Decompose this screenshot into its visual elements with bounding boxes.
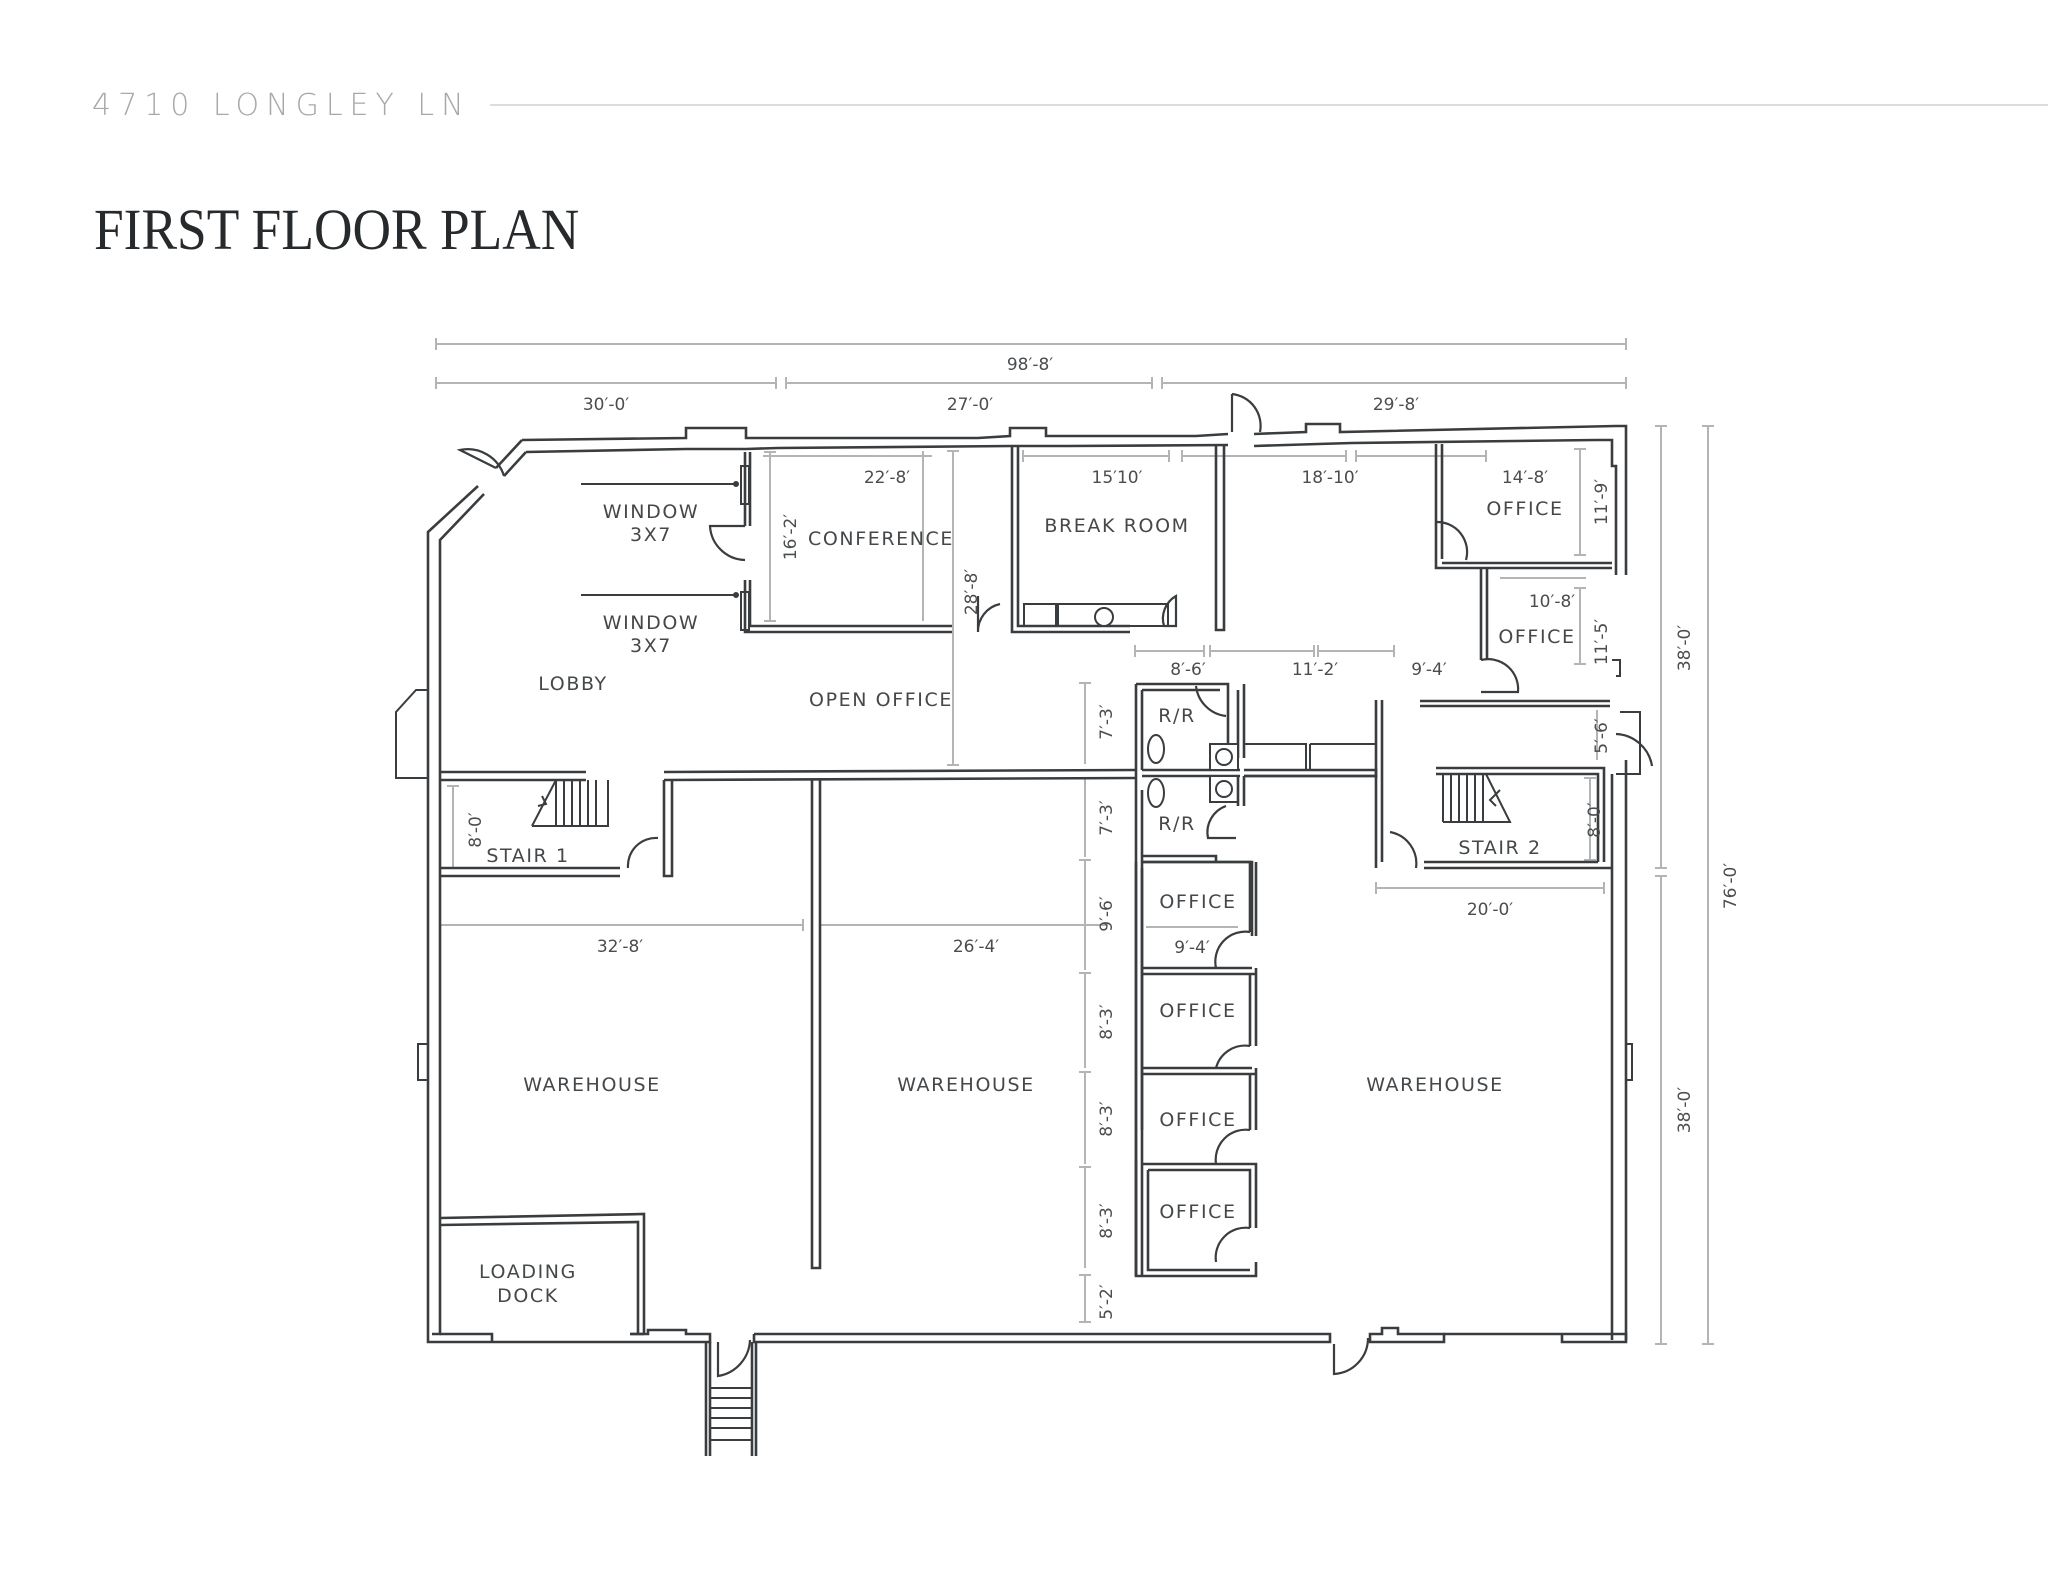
dim-office-4-height: 8′-3′ — [1097, 1203, 1117, 1239]
dim-stair-2-width: 20′-0′ — [1467, 900, 1513, 920]
room-label-warehouse-center: WAREHOUSE — [897, 1074, 1035, 1096]
room-label-break-room: BREAK ROOM — [1044, 515, 1189, 537]
room-label-window-2: WINDOW — [603, 612, 700, 634]
dim-top-segment-2: 27′-0′ — [947, 395, 993, 415]
dim-office-3-height: 8′-3′ — [1097, 1101, 1117, 1137]
dim-stair-2-height: 8′-0′ — [1585, 802, 1605, 838]
room-label-open-office: OPEN OFFICE — [809, 689, 953, 711]
property-address: 4710 LONGLEY LN — [92, 88, 471, 123]
room-label-office-1: OFFICE — [1159, 891, 1236, 913]
dim-right-lower: 38′-0′ — [1675, 1087, 1695, 1133]
dim-north-mid-width: 18′-10′ — [1301, 468, 1358, 488]
dim-rr-upper-height: 7′-3′ — [1097, 704, 1117, 740]
room-label-warehouse-west: WAREHOUSE — [523, 1074, 661, 1096]
room-label-office-ne: OFFICE — [1486, 498, 1563, 520]
room-label-loading-dock: LOADING — [479, 1261, 577, 1283]
dim-conference-height: 16′-2′ — [781, 514, 801, 560]
room-label-lobby: LOBBY — [538, 673, 608, 695]
room-label-stair-2: STAIR 2 — [1458, 837, 1541, 859]
stair-1-treads — [531, 779, 609, 827]
room-label-window-1: WINDOW — [603, 501, 700, 523]
room-label-office-2: OFFICE — [1159, 1000, 1236, 1022]
dim-break-room-width: 15′10′ — [1092, 468, 1143, 488]
room-label-office-3: OFFICE — [1159, 1109, 1236, 1131]
dim-south-gap-height: 5′-2′ — [1097, 1284, 1117, 1320]
room-label-rr-lower: R/R — [1158, 813, 1196, 835]
room-label-office-e: OFFICE — [1498, 626, 1575, 648]
dim-right-total: 76′-0′ — [1721, 863, 1741, 909]
room-labels: WINDOW 3X7 WINDOW 3X7 LOBBY CONFERENCE B… — [479, 498, 1575, 1307]
dim-corridor-b: 11′-2′ — [1292, 660, 1338, 680]
room-label-stair-1: STAIR 1 — [486, 845, 569, 867]
dim-corridor-a: 8′-6′ — [1170, 660, 1206, 680]
dim-office-1-height: 9′-6′ — [1097, 896, 1117, 932]
dim-office-1-width: 9′-4′ — [1174, 938, 1210, 958]
header-divider — [490, 104, 2048, 106]
dim-top-segment-3: 29′-8′ — [1373, 395, 1419, 415]
dim-vestibule-height: 5′-6′ — [1592, 718, 1612, 754]
room-label-conference: CONFERENCE — [808, 528, 954, 550]
dim-office-ne-height: 11′-9′ — [1592, 479, 1612, 525]
dim-office-2-height: 8′-3′ — [1097, 1004, 1117, 1040]
stair-2-treads — [1442, 773, 1512, 823]
room-label-loading-dock-2: DOCK — [497, 1285, 559, 1307]
page-title: FIRST FLOOR PLAN — [94, 197, 580, 262]
dim-open-office-height: 28′-8′ — [962, 569, 982, 615]
dim-overall-width: 98′-8′ — [1007, 355, 1053, 375]
room-label-office-4: OFFICE — [1159, 1201, 1236, 1223]
door-swings — [456, 392, 1654, 1378]
dim-office-ne-width: 14′-8′ — [1502, 468, 1548, 488]
dim-stair-1-height: 8′-0′ — [466, 812, 486, 848]
room-label-warehouse-east: WAREHOUSE — [1366, 1074, 1504, 1096]
dim-top-segment-1: 30′-0′ — [583, 395, 629, 415]
dim-office-e-width: 10′-8′ — [1529, 592, 1575, 612]
dim-right-upper: 38′-0′ — [1675, 625, 1695, 671]
dim-warehouse-west-width: 32′-8′ — [597, 937, 643, 957]
dim-warehouse-center-width: 26′-4′ — [953, 937, 999, 957]
room-label-window-2-size: 3X7 — [630, 635, 672, 657]
dim-conference-width: 22′-8′ — [864, 468, 910, 488]
dim-corridor-c: 9′-4′ — [1411, 660, 1447, 680]
walls — [395, 422, 1641, 1456]
room-label-rr-upper: R/R — [1158, 705, 1196, 727]
dim-rr-lower-height: 7′-3′ — [1097, 800, 1117, 836]
dimension-lines — [435, 338, 1714, 1345]
dimension-labels: 98′-8′ 30′-0′ 27′-0′ 29′-8′ 22′-8′ 15′10… — [466, 355, 1741, 1320]
room-label-window-1-size: 3X7 — [630, 524, 672, 546]
dim-office-e-height: 11′-5′ — [1592, 619, 1612, 665]
